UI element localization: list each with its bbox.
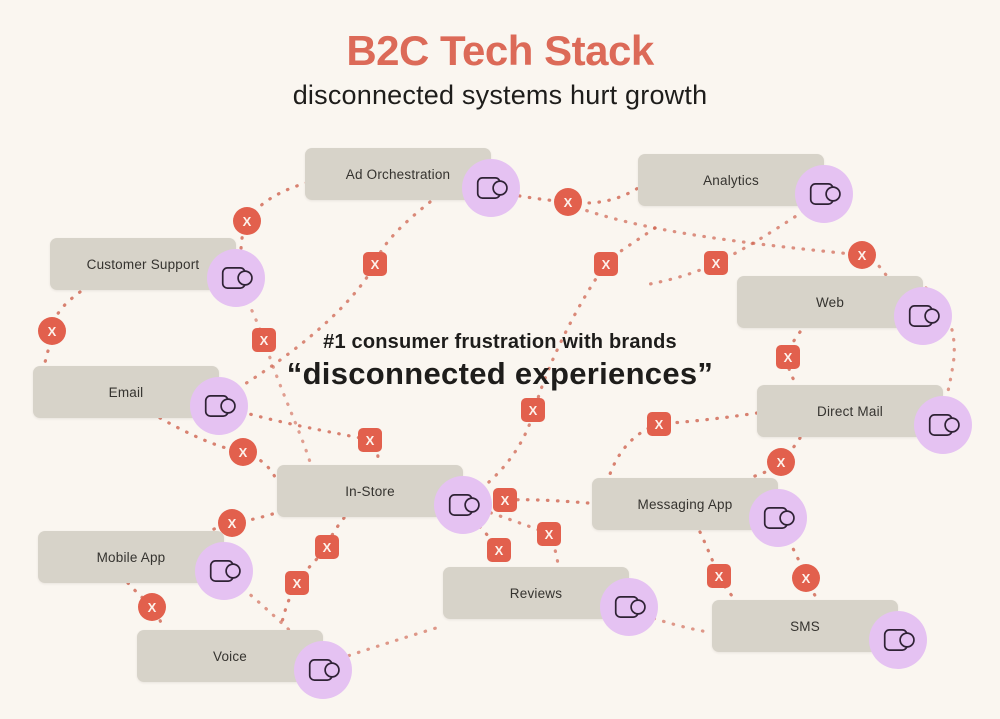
node-label: In-Store (345, 483, 395, 499)
node-label: Mobile App (96, 549, 166, 565)
app-icon-bubble (462, 159, 520, 217)
node-box: Direct Mail (757, 385, 943, 437)
system-node-in-store: In-Store (277, 465, 492, 534)
node-label: Reviews (509, 585, 563, 601)
node-box: In-Store (277, 465, 463, 517)
broken-connection-x-badge: X (218, 509, 246, 537)
broken-connection-x-badge: X (38, 317, 66, 345)
broken-connection-x-badge: X (647, 412, 671, 436)
node-box: Web (737, 276, 923, 328)
broken-connection-x-badge: X (315, 535, 339, 559)
system-node-ad-orchestration: Ad Orchestration (305, 148, 520, 217)
node-label: Email (108, 384, 144, 400)
dotted-connector (226, 574, 316, 656)
app-icon-bubble (914, 396, 972, 454)
app-icon-bubble (434, 476, 492, 534)
disconnected-app-icon (908, 305, 940, 327)
page-title: B2C Tech Stack (346, 27, 654, 74)
broken-connection-x-badge: X (767, 448, 795, 476)
node-box: Reviews (443, 567, 629, 619)
system-node-analytics: Analytics (638, 154, 853, 223)
node-label: Direct Mail (817, 403, 883, 419)
system-node-email: Email (33, 366, 248, 435)
broken-connection-x-badge: X (537, 522, 561, 546)
broken-connection-x-badge: X (285, 571, 309, 595)
system-node-sms: SMS (712, 600, 927, 669)
broken-connection-x-badge: X (848, 241, 876, 269)
system-node-voice: Voice (137, 630, 352, 699)
broken-connection-x-badge: X (233, 207, 261, 235)
broken-connection-x-badge: X (792, 564, 820, 592)
app-icon-bubble (749, 489, 807, 547)
node-label: Web (815, 294, 845, 310)
node-label: Ad Orchestration (345, 166, 451, 182)
dotted-connector (633, 610, 710, 634)
dotted-connector (608, 411, 759, 476)
broken-connection-x-badge: X (521, 398, 545, 422)
dotted-connector (126, 581, 164, 630)
node-box: Messaging App (592, 478, 778, 530)
broken-connection-x-badge: X (252, 328, 276, 352)
broken-connection-x-badge: X (776, 345, 800, 369)
app-icon-bubble (894, 287, 952, 345)
dotted-connector (786, 330, 802, 387)
app-icon-bubble (869, 611, 927, 669)
system-node-reviews: Reviews (443, 567, 658, 636)
disconnected-app-icon (204, 395, 236, 417)
broken-connection-x-badge: X (229, 438, 257, 466)
app-icon-bubble (795, 165, 853, 223)
dotted-connector (236, 282, 312, 464)
system-node-mobile-app: Mobile App (38, 531, 253, 600)
broken-connection-x-badge: X (704, 251, 728, 275)
app-icon-bubble (190, 377, 248, 435)
node-label: Voice (212, 648, 248, 664)
disconnected-app-icon (308, 659, 340, 681)
dotted-connector (466, 498, 590, 508)
system-node-direct-mail: Direct Mail (757, 385, 972, 454)
disconnected-app-icon (809, 183, 841, 205)
node-label: SMS (790, 618, 820, 634)
dotted-connector (464, 226, 657, 502)
broken-connection-x-badge: X (594, 252, 618, 276)
system-node-web: Web (737, 276, 952, 345)
app-icon-bubble (207, 249, 265, 307)
disconnected-app-icon (763, 507, 795, 529)
node-box: Email (33, 366, 219, 418)
node-box: Ad Orchestration (305, 148, 491, 200)
disconnected-app-icon (221, 267, 253, 289)
dotted-connector (698, 530, 738, 602)
node-label: Customer Support (86, 256, 200, 272)
node-box: Analytics (638, 154, 824, 206)
dotted-connector (220, 404, 380, 465)
system-node-messaging-app: Messaging App (592, 478, 807, 547)
app-icon-bubble (195, 542, 253, 600)
disconnected-app-icon (883, 629, 915, 651)
node-box: Mobile App (38, 531, 224, 583)
node-box: Customer Support (50, 238, 236, 290)
header: B2C Tech Stack disconnected systems hurt… (0, 27, 1000, 111)
broken-connection-x-badge: X (707, 564, 731, 588)
node-box: SMS (712, 600, 898, 652)
disconnected-app-icon (928, 414, 960, 436)
node-label: Messaging App (637, 496, 733, 512)
broken-connection-x-badge: X (363, 252, 387, 276)
broken-connection-x-badge: X (138, 593, 166, 621)
disconnected-app-icon (209, 560, 241, 582)
node-label: Analytics (703, 172, 759, 188)
broken-connection-x-badge: X (554, 188, 582, 216)
node-box: Voice (137, 630, 323, 682)
broken-connection-x-badge: X (487, 538, 511, 562)
page-subtitle: disconnected systems hurt growth (292, 80, 708, 111)
app-icon-bubble (600, 578, 658, 636)
broken-connection-x-badge: X (493, 488, 517, 512)
disconnected-app-icon (614, 596, 646, 618)
disconnected-app-icon (476, 177, 508, 199)
disconnected-app-icon (448, 494, 480, 516)
broken-connection-x-badge: X (358, 428, 382, 452)
app-icon-bubble (294, 641, 352, 699)
system-node-customer-support: Customer Support (50, 238, 265, 307)
